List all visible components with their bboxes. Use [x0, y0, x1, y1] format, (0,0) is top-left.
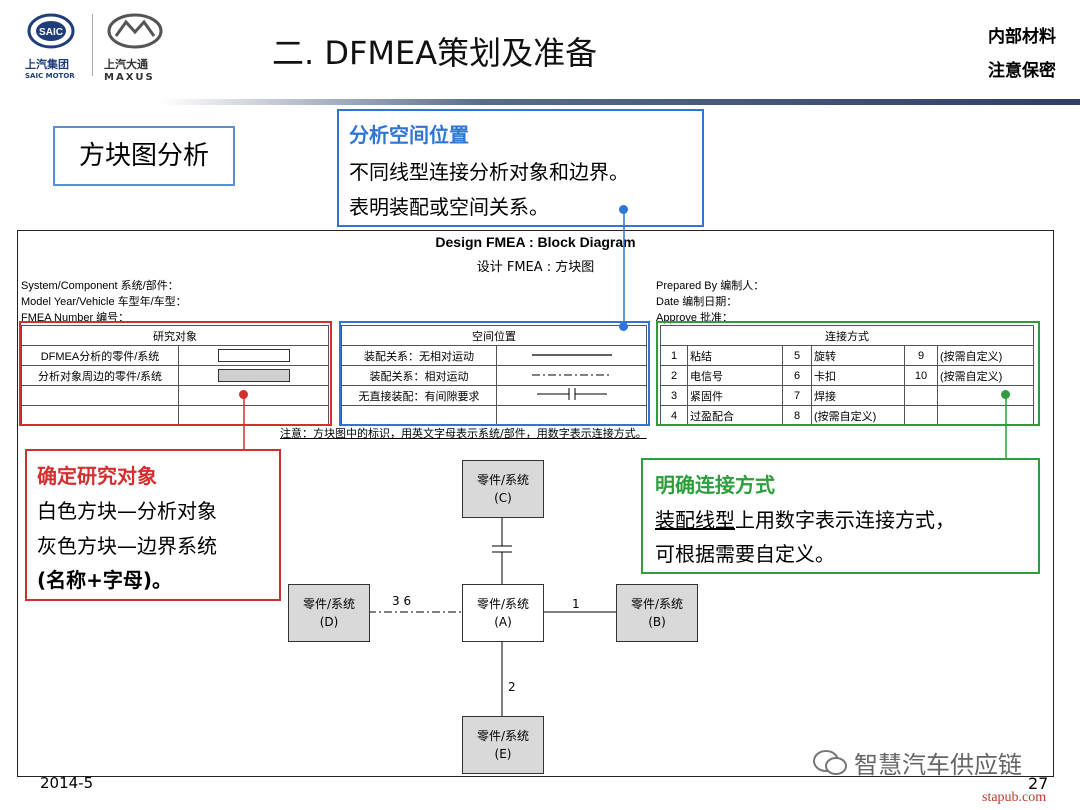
saic-logo-en: SAIC MOTOR [25, 72, 75, 80]
block-e: 零件/系统 (E) [462, 716, 544, 774]
object-callout-line3: (名称+字母)。 [37, 568, 173, 592]
form-subtitle: 设计 FMEA : 方块图 [476, 260, 595, 275]
confidential-line2: 注意保密 [988, 61, 1056, 81]
object-callout-line2: 灰色方块—边界系统 [37, 534, 217, 558]
system-label: System/Component 系统/部件： [21, 280, 179, 292]
grey-swatch-cell [178, 365, 329, 386]
connect-cell: (按需自定义) [937, 365, 1034, 386]
table-row [21, 405, 329, 426]
block-e-label: 零件/系统 [476, 729, 530, 743]
object-highlight [19, 321, 332, 426]
connect-cell: 焊接 [811, 385, 905, 406]
table-row: 3 紧固件 7 焊接 [660, 385, 1034, 406]
section-label: 方块图分析 [78, 141, 209, 171]
saic-logo-icon: SAIC [27, 13, 75, 49]
connect-cell: 紧固件 [687, 385, 783, 406]
maxus-logo: 上汽大通 MAXUS [104, 12, 174, 83]
header-divider-bar [160, 99, 1080, 105]
solid-line-symbol [531, 353, 612, 356]
block-c-label: 零件/系统 [476, 473, 530, 487]
space-callout-title: 分析空间位置 [349, 123, 469, 147]
block-d-label: 零件/系统 [302, 597, 356, 611]
block-b-label: 零件/系统 [630, 597, 684, 611]
block-d: 零件/系统 (D) [288, 584, 370, 642]
maxus-logo-icon [107, 13, 163, 49]
form-note: 注意：方块图中的标识，用英文字母表示系统/部件，用数字表示连接方式。 [280, 427, 647, 440]
grey-swatch [217, 369, 290, 382]
block-b: 零件/系统 (B) [616, 584, 698, 642]
block-d-id: (D) [319, 615, 339, 629]
date-label: Date 编制日期： [656, 296, 738, 308]
object-callout-line1: 白色方块—分析对象 [37, 499, 217, 523]
model-label: Model Year/Vehicle 车型年/车型： [21, 296, 187, 308]
object-row1-label: DFMEA分析的零件/系统 [21, 345, 179, 366]
space-row2-label: 装配关系：相对运动 [341, 365, 497, 386]
dashdot-line-symbol [531, 374, 612, 375]
page-number: 27 [1028, 774, 1049, 793]
block-a: 零件/系统 (A) [462, 584, 544, 642]
space-callout: 分析空间位置 不同线型连接分析对象和边界。 表明装配或空间关系。 [337, 109, 704, 227]
connect-highlight [656, 321, 1040, 426]
maxus-logo-en: MAXUS [104, 72, 155, 83]
section-label-box: 方块图分析 [53, 126, 235, 186]
object-callout: 确定研究对象 白色方块—分析对象 灰色方块—边界系统 (名称+字母)。 [25, 449, 281, 601]
connect-callout-line2: 可根据需要自定义。 [655, 542, 835, 566]
connect-connector-dot [1001, 390, 1010, 399]
connection-table: 连接方式 1 粘结 5 旋转 9 (按需自定义) 2 电信号 6 卡扣 10 (… [660, 325, 1034, 426]
gap-line-symbol [536, 388, 607, 400]
object-callout-title: 确定研究对象 [37, 464, 157, 488]
table-row: 装配关系：相对运动 [341, 365, 647, 386]
object-row2-label: 分析对象周边的零件/系统 [21, 365, 179, 386]
wechat-icon [813, 749, 847, 775]
watermark-text: 智慧汽车供应链 [854, 751, 1022, 779]
table-row: 装配关系：无相对运动 [341, 345, 647, 366]
footer-date: 2014-5 [40, 774, 94, 792]
slide-title: 二. DFMEA策划及准备 [272, 34, 598, 72]
maxus-logo-cn: 上汽大通 [104, 58, 148, 71]
form-title: Design FMEA : Block Diagram [435, 234, 636, 250]
space-highlight [339, 321, 650, 426]
table-row [341, 405, 647, 426]
connect-callout-line1: 装配线型上用数字表示连接方式， [655, 504, 955, 533]
block-c: 零件/系统 (C) [462, 460, 544, 518]
object-connector-dot [239, 390, 248, 399]
block-a-id: (A) [494, 615, 512, 629]
saic-logo: SAIC 上汽集团 SAIC MOTOR [25, 12, 77, 80]
block-e-id: (E) [494, 747, 512, 761]
watermark: 智慧汽车供应链 [812, 745, 1022, 780]
space-table: 空间位置 装配关系：无相对运动 装配关系：相对运动 无直接装配：有间隙要求 [341, 325, 647, 426]
block-b-id: (B) [648, 615, 666, 629]
conn-label-d-a: 3 6 [392, 594, 412, 608]
white-swatch [217, 349, 290, 362]
table-row: DFMEA分析的零件/系统 [21, 345, 329, 366]
object-table: 研究对象 DFMEA分析的零件/系统 分析对象周边的零件/系统 [21, 325, 329, 426]
confidential-line1: 内部材料 [988, 27, 1056, 47]
conn-label-a-b: 1 [572, 597, 580, 611]
space-connector-dot [619, 205, 628, 214]
space-connector-end-dot [619, 322, 628, 331]
connect-callout-title: 明确连接方式 [655, 473, 775, 497]
saic-logo-cn: 上汽集团 [25, 58, 69, 71]
conn-label-a-e: 2 [508, 680, 516, 694]
table-row: 分析对象周边的零件/系统 [21, 365, 329, 386]
connect-callout-line1-rest: 上用数字表示连接方式， [735, 508, 955, 532]
block-c-id: (C) [494, 491, 512, 505]
block-a-label: 零件/系统 [476, 597, 530, 611]
connect-callout-underlined: 装配线型 [655, 508, 735, 532]
space-callout-line1: 不同线型连接分析对象和边界。 [349, 160, 629, 184]
connect-cell: 粘结 [687, 345, 783, 366]
svg-text:SAIC: SAIC [39, 27, 63, 38]
logo-divider [92, 14, 93, 76]
prepared-label: Prepared By 编制人： [656, 280, 765, 292]
connect-callout: 明确连接方式 装配线型上用数字表示连接方式， 可根据需要自定义。 [641, 458, 1040, 574]
site-watermark: stapub.com [982, 790, 1047, 805]
space-callout-line2: 表明装配或空间关系。 [349, 195, 549, 219]
